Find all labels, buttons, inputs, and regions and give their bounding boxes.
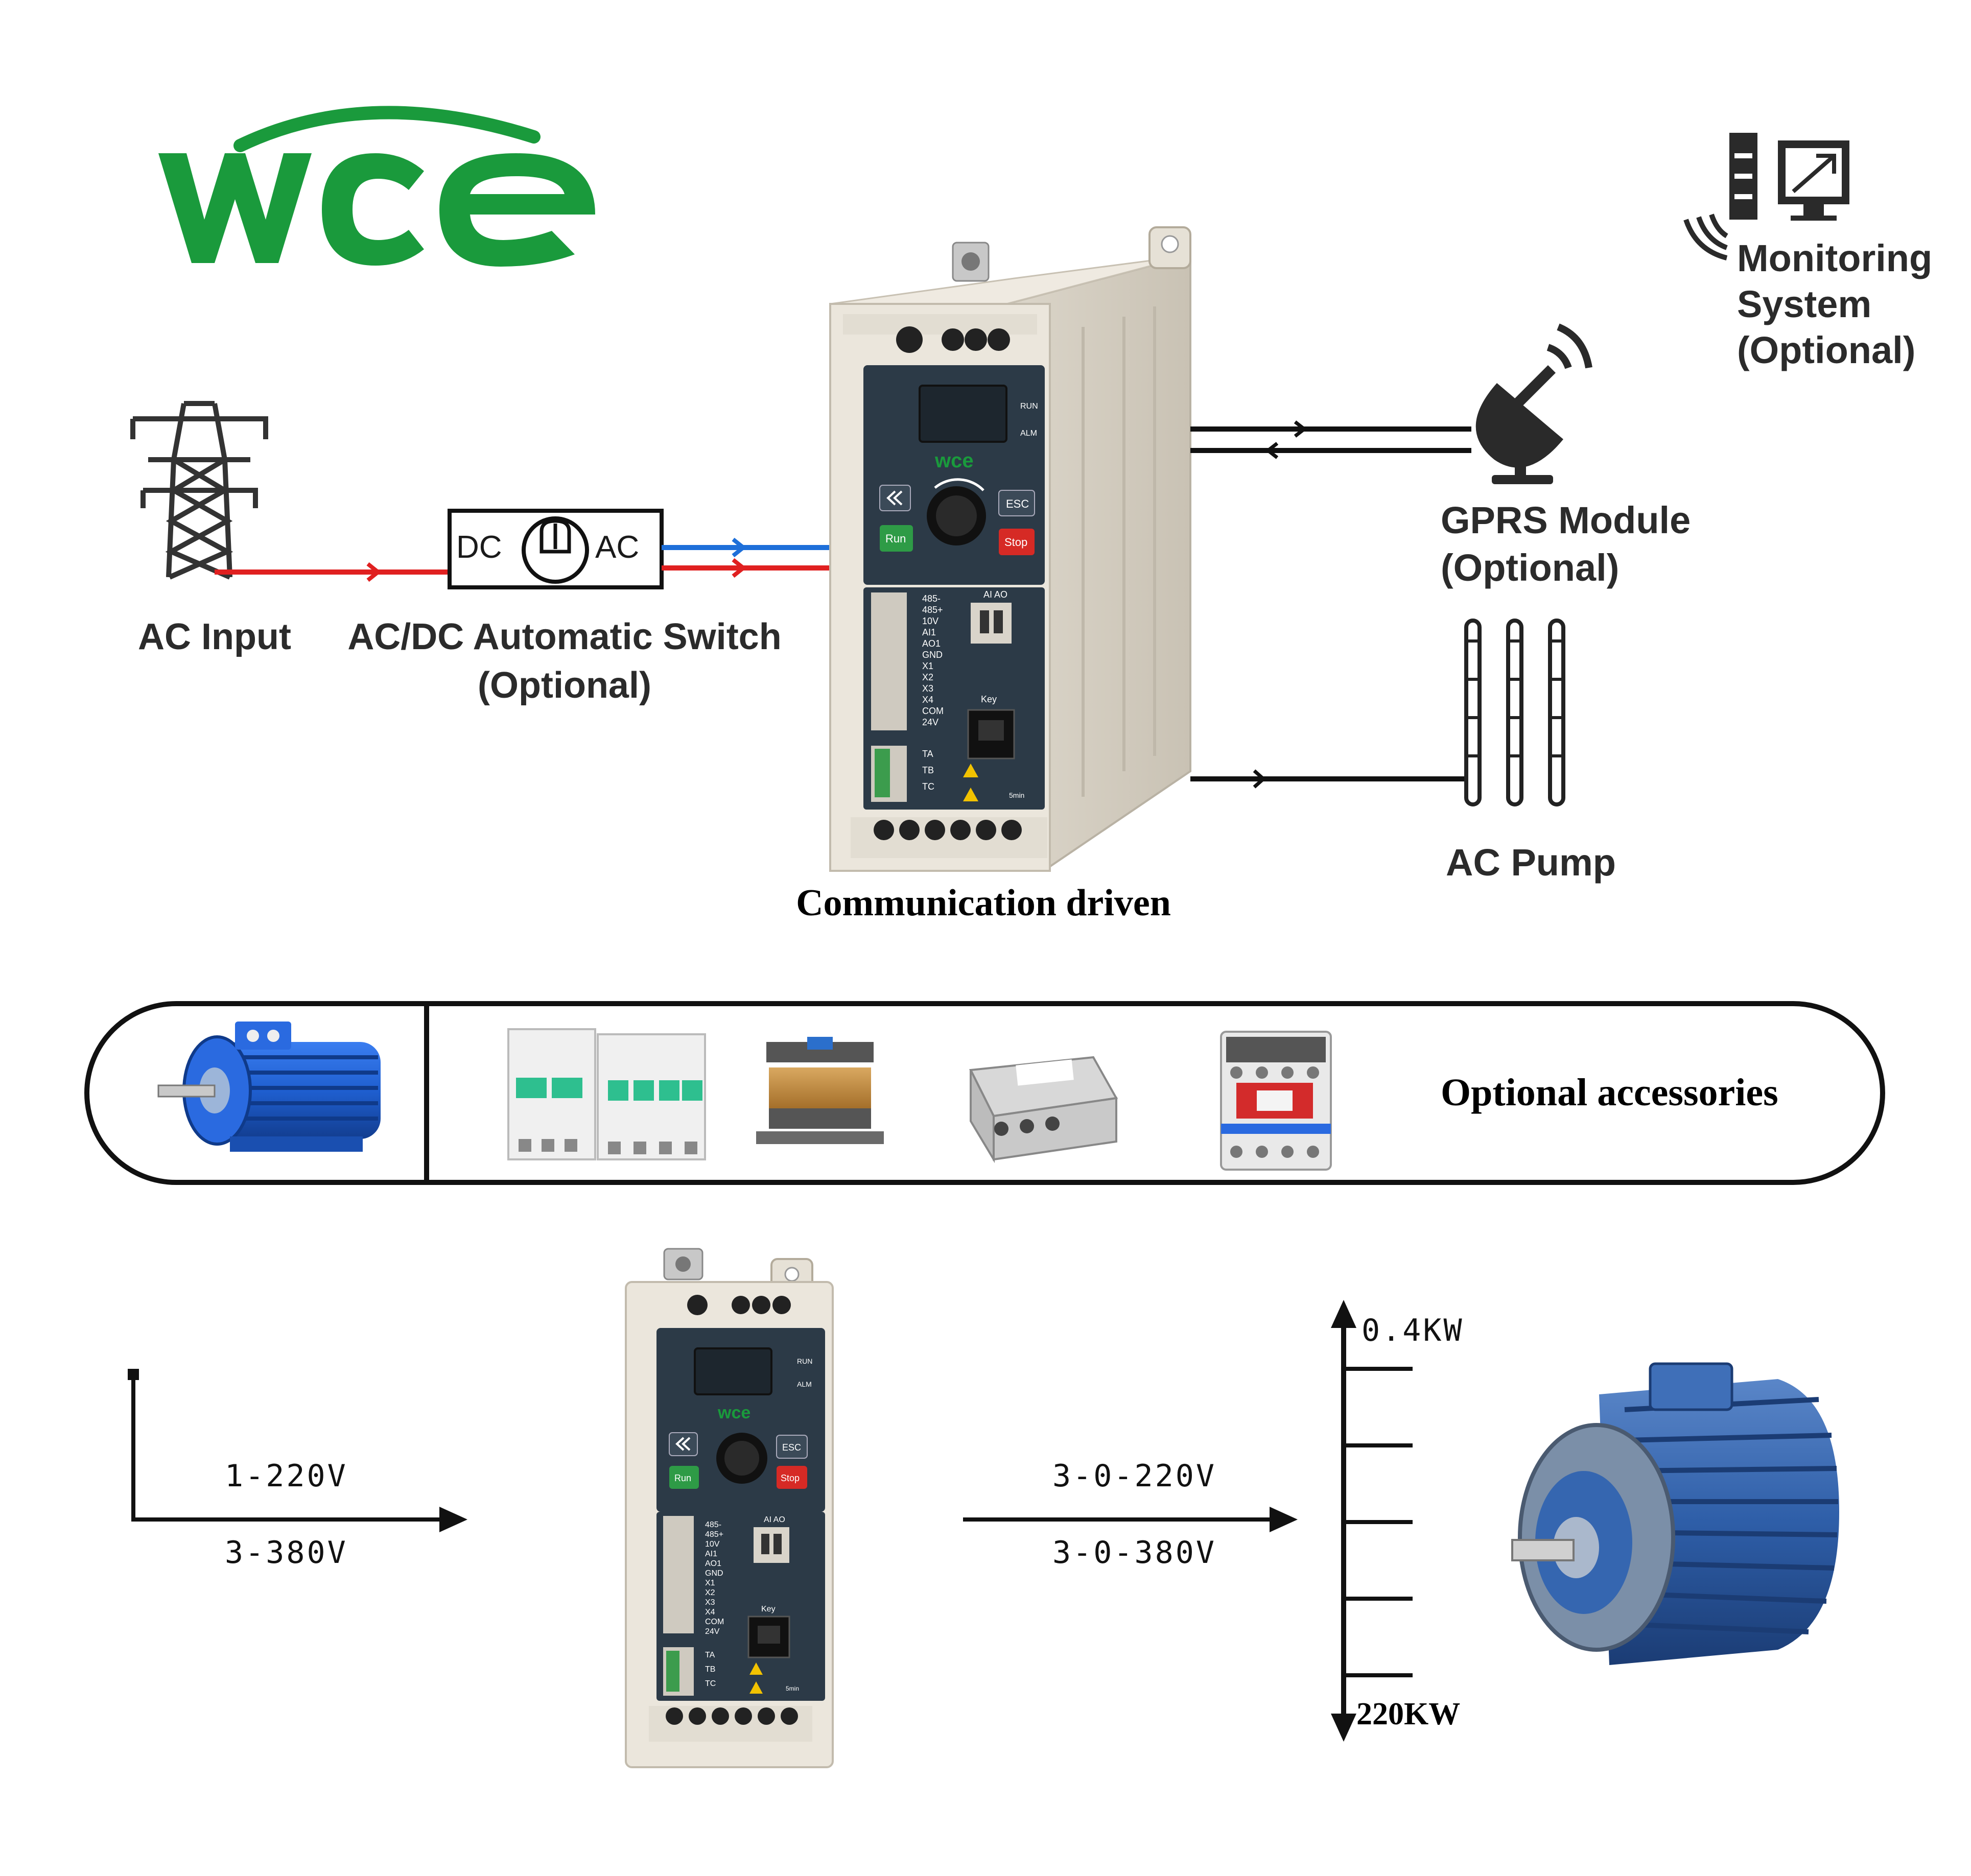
vfd-status-alm: ALM [797, 1380, 812, 1388]
terminal-label: AO1 [922, 638, 941, 649]
ac-dc-switch-note: (Optional) [478, 665, 651, 706]
reactor-icon [756, 1037, 884, 1144]
communication-driven-label: Communication driven [796, 882, 1171, 924]
gprs-module-label: GPRS Module [1441, 499, 1691, 541]
terminal-label: X4 [922, 695, 933, 705]
breaker-icon [507, 1028, 706, 1160]
vfd-esc-button: ESC [1006, 497, 1029, 510]
terminal-label: 24V [705, 1627, 720, 1636]
motor-icon [1511, 1362, 1839, 1665]
terminal-label: AI1 [922, 627, 936, 637]
terminal-label: 485- [705, 1521, 721, 1529]
terminal-label: X1 [705, 1579, 715, 1587]
terminal-label: COM [705, 1618, 724, 1626]
terminal-label: COM [922, 706, 944, 716]
optional-accessories-label: Optional accessories [1441, 1071, 1778, 1114]
vfd-brand: wce [717, 1403, 750, 1422]
terminal-label: 10V [922, 616, 938, 626]
terminal-label: X3 [705, 1598, 715, 1607]
ac-dc-switch-label: AC/DC Automatic Switch [347, 616, 782, 657]
monitoring-system-label-2: System [1737, 283, 1872, 325]
vfd-status-run: RUN [797, 1357, 812, 1365]
vfd-timer-label: 5min [1009, 791, 1024, 799]
vfd-status-run: RUN [1020, 402, 1038, 411]
terminal-label: TB [922, 765, 934, 775]
input-voltage-1: 1-220V [225, 1458, 348, 1494]
power-min-label: 0.4KW [1362, 1313, 1464, 1348]
power-range-scale [1331, 1300, 1413, 1742]
terminal-label: TB [705, 1665, 715, 1674]
terminal-label: GND [922, 650, 943, 660]
monitoring-system-label-1: Monitoring [1737, 237, 1933, 279]
switch-ac-label: AC [595, 530, 640, 565]
terminal-label: 10V [705, 1540, 720, 1549]
terminal-label: AO1 [705, 1559, 721, 1568]
vfd-ai-ao-label: AI AO [764, 1515, 785, 1524]
motor-icon [157, 1022, 381, 1152]
vfd-ai-ao-label: AI AO [983, 589, 1007, 600]
terminal-label: TA [705, 1651, 715, 1659]
terminal-label: X2 [922, 672, 933, 682]
monitoring-system-label-3: (Optional) [1737, 329, 1916, 371]
output-voltage-1: 3-0-220V [1052, 1458, 1216, 1494]
input-voltage-2: 3-380V [225, 1535, 348, 1571]
contactor-icon [1220, 1031, 1332, 1171]
wce-logo [158, 106, 595, 267]
power-max-label: 220KW [1356, 1697, 1461, 1731]
terminal-label: TC [705, 1679, 716, 1688]
vfd-drive-small: RUN ALM wce ESC Run Stop 485- 485+ 10V A… [625, 1248, 834, 1768]
filter-icon [969, 1056, 1118, 1163]
vfd-run-button: Run [885, 532, 906, 545]
terminal-label: X1 [922, 661, 933, 671]
vfd-timer-label: 5min [786, 1685, 799, 1692]
pump-icon [1464, 619, 1565, 806]
gprs-module-note: (Optional) [1441, 547, 1620, 589]
terminal-label: GND [705, 1569, 723, 1578]
vfd-stop-button: Stop [781, 1473, 800, 1483]
input-arrow [128, 1369, 467, 1532]
output-voltage-2: 3-0-380V [1052, 1535, 1216, 1571]
terminal-label: 24V [922, 717, 938, 727]
terminal-label: AI1 [705, 1550, 717, 1558]
vfd-key-label: Key [981, 694, 997, 704]
ac-input-line [215, 562, 450, 582]
vfd-output-lines [1190, 420, 1471, 789]
vfd-run-button: Run [674, 1473, 691, 1483]
vfd-status-alm: ALM [1020, 429, 1037, 438]
vfd-key-label: Key [761, 1605, 776, 1613]
terminal-label: X2 [705, 1588, 715, 1597]
power-tower-icon [130, 401, 268, 580]
vfd-esc-button: ESC [782, 1442, 801, 1453]
computer-icon [1683, 133, 1849, 260]
terminal-label: 485- [922, 593, 941, 604]
vfd-brand: wce [934, 449, 974, 472]
ac-pump-label: AC Pump [1446, 841, 1616, 884]
ac-input-label: AC Input [138, 616, 291, 657]
vfd-drive-main: RUN ALM wce ESC Run Stop 485- 485+ 10V A… [829, 226, 1191, 872]
terminal-label: X3 [922, 683, 933, 694]
switch-dc-label: DC [456, 530, 502, 565]
vfd-stop-button: Stop [1004, 536, 1027, 549]
terminal-label: TA [922, 749, 933, 759]
terminal-label: TC [922, 781, 934, 792]
switch-output-lines [662, 537, 830, 578]
satellite-dish-icon [1475, 323, 1592, 484]
terminal-label: 485+ [922, 605, 943, 615]
terminal-label: X4 [705, 1608, 715, 1617]
terminal-label: 485+ [705, 1530, 723, 1539]
output-arrow [963, 1507, 1298, 1532]
